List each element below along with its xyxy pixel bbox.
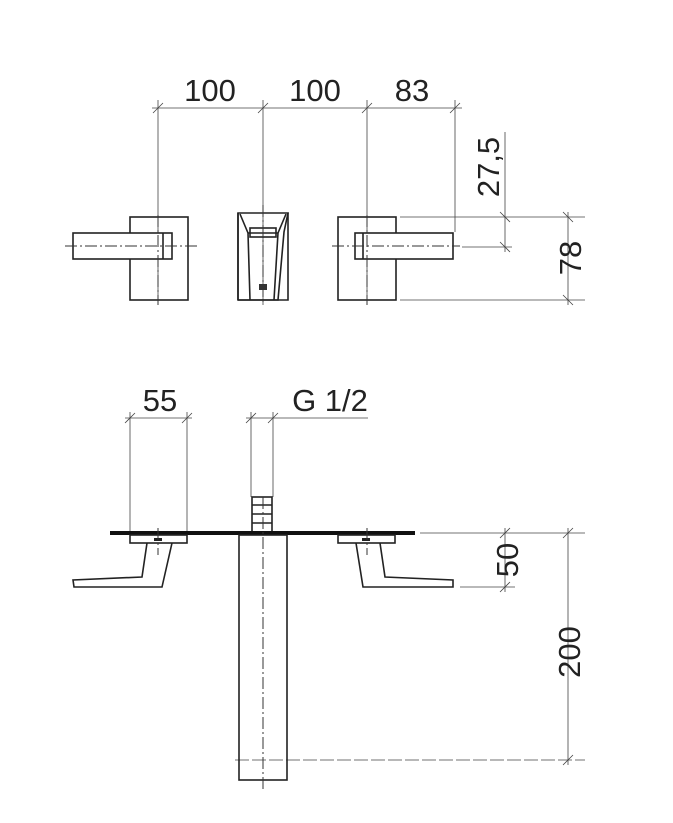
dim-handle-offset: 27,5: [471, 137, 506, 197]
dim-handle-reach: 83: [395, 73, 429, 108]
thread-connector: [251, 496, 273, 534]
dim-thread: G 1/2: [292, 383, 368, 418]
right-valve-top: [337, 216, 454, 301]
dim-plate-height: 78: [553, 241, 588, 275]
dim-handle-depth: 50: [490, 543, 525, 577]
dim-spout-length: 200: [552, 626, 587, 678]
dim-spacing-2: 100: [289, 73, 341, 108]
side-view: 55 G 1/2 50 200: [72, 383, 587, 790]
top-view: 100 100 83 27,5 78: [65, 73, 588, 306]
left-valve-top: [72, 216, 189, 301]
left-valve-side: [72, 534, 188, 588]
dim-spacing-1: 100: [184, 73, 236, 108]
side-dimension-lines: [124, 412, 585, 766]
dim-base-width: 55: [143, 383, 177, 418]
top-dimension-lines: [152, 100, 585, 306]
top-centerlines: [65, 205, 460, 305]
right-valve-side: [337, 534, 454, 588]
